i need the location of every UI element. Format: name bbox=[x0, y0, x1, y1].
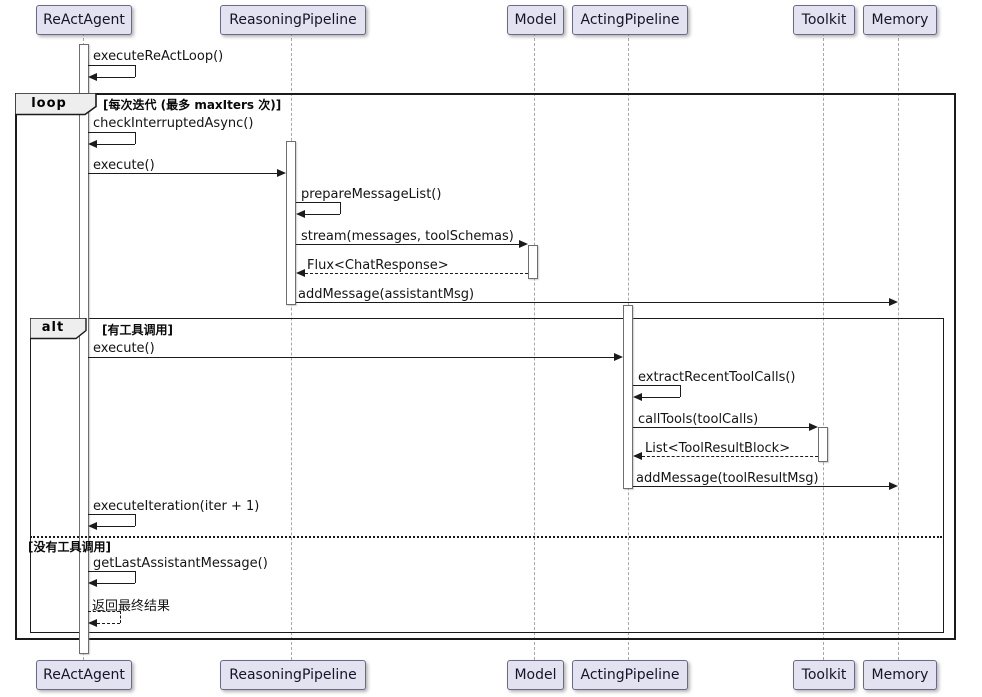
participant-bottom-reactagent: ReActAgent bbox=[36, 660, 132, 690]
message-label: prepareMessageList() bbox=[301, 187, 442, 202]
message-line bbox=[88, 173, 277, 174]
message-label: addMessage(assistantMsg) bbox=[298, 287, 475, 302]
activation-toolkit bbox=[818, 427, 828, 462]
arrowhead bbox=[88, 522, 97, 530]
message-line bbox=[642, 397, 680, 398]
loop-guard: [每次迭代 (最多 maxIters 次)] bbox=[103, 98, 282, 112]
message-line bbox=[97, 144, 135, 145]
message-label: callTools(toolCalls) bbox=[638, 412, 759, 427]
activation-actingpipeline bbox=[623, 305, 633, 489]
activation-model bbox=[528, 245, 538, 279]
alt-guard: [有工具调用] bbox=[102, 323, 173, 337]
participant-bottom-reasoningpipeline: ReasoningPipeline bbox=[220, 660, 366, 690]
message-line bbox=[633, 427, 809, 428]
message-label: checkInterruptedAsync() bbox=[93, 116, 254, 131]
message-line bbox=[97, 526, 135, 527]
arrowhead bbox=[809, 423, 818, 431]
message-label: getLastAssistantMessage() bbox=[93, 556, 268, 571]
lifeline-toolkit bbox=[823, 33, 824, 660]
arrowhead bbox=[88, 579, 97, 587]
alt-frame bbox=[30, 318, 944, 633]
message-line bbox=[135, 132, 136, 144]
arrowhead bbox=[296, 269, 305, 277]
message-line bbox=[305, 273, 528, 274]
participant-top-actingpipeline: ActingPipeline bbox=[572, 5, 688, 35]
message-line bbox=[88, 357, 614, 358]
participant-top-reactagent: ReActAgent bbox=[36, 5, 132, 35]
message-label: extractRecentToolCalls() bbox=[638, 370, 796, 385]
alt-operator-label: alt bbox=[41, 320, 65, 335]
message-label: execute() bbox=[93, 158, 155, 173]
message-line bbox=[296, 202, 340, 203]
loop-operator-pentagon bbox=[15, 93, 97, 116]
arrowhead bbox=[633, 452, 642, 460]
arrowhead bbox=[88, 73, 97, 81]
message-line bbox=[642, 456, 818, 457]
message-line bbox=[88, 65, 135, 66]
message-line bbox=[305, 214, 340, 215]
arrowhead bbox=[88, 140, 97, 148]
lifeline-memory bbox=[898, 33, 899, 660]
alt-else-guard: [没有工具调用] bbox=[28, 540, 111, 554]
participant-top-memory: Memory bbox=[863, 5, 937, 35]
message-label: execute() bbox=[93, 341, 155, 356]
message-line bbox=[97, 583, 135, 584]
lifeline-model bbox=[534, 33, 535, 660]
participant-top-model: Model bbox=[507, 5, 564, 35]
participant-top-reasoningpipeline: ReasoningPipeline bbox=[220, 5, 366, 35]
message-line bbox=[135, 571, 136, 583]
arrowhead bbox=[889, 298, 898, 306]
participant-bottom-toolkit: Toolkit bbox=[793, 660, 855, 690]
message-label: Flux<ChatResponse> bbox=[307, 258, 449, 273]
arrowhead bbox=[519, 240, 528, 248]
message-line bbox=[88, 514, 135, 515]
message-line bbox=[296, 302, 889, 303]
message-label: addMessage(toolResultMsg) bbox=[636, 471, 819, 486]
message-line bbox=[296, 244, 519, 245]
loop-frame bbox=[15, 93, 956, 640]
participant-top-toolkit: Toolkit bbox=[793, 5, 855, 35]
alt-else-divider bbox=[30, 536, 942, 538]
message-line bbox=[633, 486, 889, 487]
activation-reactagent bbox=[79, 44, 89, 654]
message-line bbox=[633, 385, 680, 386]
alt-operator-pentagon bbox=[30, 318, 87, 340]
message-line bbox=[97, 623, 120, 624]
message-line bbox=[97, 77, 135, 78]
arrowhead bbox=[88, 619, 97, 627]
lifeline-reasoningpipeline bbox=[291, 33, 292, 660]
arrowhead bbox=[277, 169, 286, 177]
message-line bbox=[680, 385, 681, 397]
message-label: stream(messages, toolSchemas) bbox=[301, 229, 514, 244]
loop-operator-label: loop bbox=[31, 96, 67, 111]
message-line bbox=[88, 571, 135, 572]
message-line bbox=[135, 514, 136, 526]
arrowhead bbox=[296, 210, 305, 218]
participant-bottom-memory: Memory bbox=[863, 660, 937, 690]
activation-reasoningpipeline bbox=[286, 141, 296, 305]
message-label: List<ToolResultBlock> bbox=[645, 441, 791, 456]
message-label: executeReActLoop() bbox=[93, 49, 224, 64]
arrowhead bbox=[889, 482, 898, 490]
arrowhead bbox=[633, 393, 642, 401]
arrowhead bbox=[614, 353, 623, 361]
message-line bbox=[88, 611, 120, 612]
message-line bbox=[88, 132, 135, 133]
participant-bottom-actingpipeline: ActingPipeline bbox=[572, 660, 688, 690]
participant-bottom-model: Model bbox=[507, 660, 564, 690]
message-label: executeIteration(iter + 1) bbox=[93, 499, 260, 514]
message-line bbox=[120, 611, 121, 623]
message-line bbox=[135, 65, 136, 77]
message-label: 返回最终结果 bbox=[92, 599, 171, 614]
message-line bbox=[340, 202, 341, 214]
